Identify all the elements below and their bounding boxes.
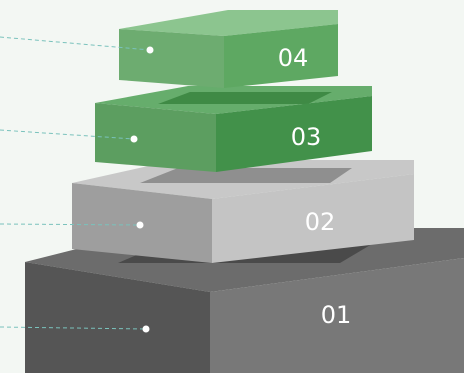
layer-01-left-face: [25, 262, 210, 373]
bullet-04: [146, 46, 154, 54]
layer-02-front-face: [212, 174, 414, 263]
connector-02: [0, 221, 144, 229]
layer-03-label: 03: [291, 123, 322, 151]
layer-02-inner-opening: [140, 168, 352, 183]
layer-01-label: 01: [321, 301, 352, 329]
layer-03-front-face: [216, 96, 372, 172]
layer-04-label: 04: [278, 44, 309, 72]
connector-line-03: [0, 129, 135, 140]
layer-03-block: 03: [95, 86, 372, 172]
layer-04-left-face: [119, 29, 224, 88]
layer-04-top-face: [119, 10, 338, 36]
connector-line-01: [0, 326, 147, 330]
layer-02-label: 02: [305, 208, 336, 236]
bullet-03: [130, 135, 138, 143]
layer-04-block: 04: [119, 10, 338, 88]
connector-04: [0, 36, 154, 54]
layer-01-front-face: [210, 258, 464, 373]
bullet-01: [142, 325, 150, 333]
bullet-02: [136, 221, 144, 229]
layer-04-front-face: [224, 24, 338, 88]
layer-03-left-face: [95, 103, 216, 172]
connector-03: [0, 129, 138, 143]
layer-03-inner-opening: [158, 92, 332, 104]
connector-01: [0, 325, 150, 333]
connector-line-02: [0, 223, 141, 226]
